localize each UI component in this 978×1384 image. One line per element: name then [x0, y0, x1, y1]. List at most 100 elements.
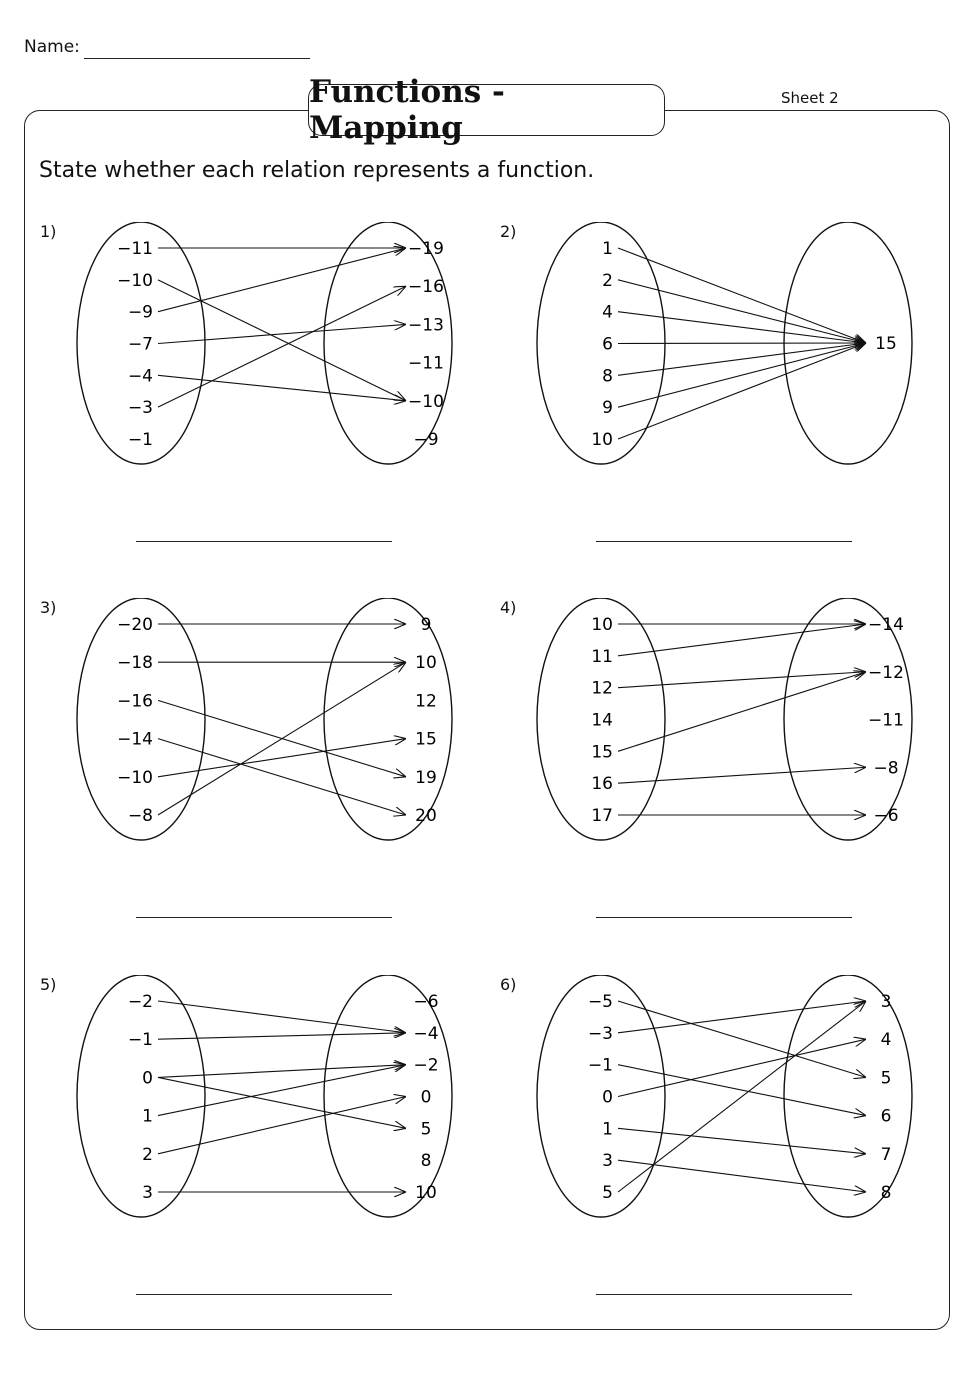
domain-value: 14: [591, 711, 613, 731]
domain-value: 4: [602, 303, 613, 323]
range-value: −11: [408, 354, 444, 374]
worksheet-title: Functions - Mapping: [308, 74, 665, 146]
domain-oval: [76, 975, 206, 1218]
range-value: 3: [881, 992, 892, 1012]
problem-number: 6): [500, 975, 517, 994]
range-value: 5: [421, 1119, 432, 1139]
domain-value: 0: [142, 1068, 153, 1088]
name-label: Name:: [24, 37, 80, 57]
mapping-arrow: [617, 1039, 866, 1098]
domain-value: 0: [602, 1088, 613, 1108]
domain-oval: [536, 598, 666, 841]
mapping-arrow: [157, 286, 406, 408]
mapping-arrow: [617, 1000, 866, 1077]
mapping-arrow: [617, 343, 866, 408]
answer-line[interactable]: [596, 1294, 852, 1295]
mapping-arrow: [157, 1097, 406, 1155]
domain-value: −11: [117, 239, 153, 259]
range-value: 8: [881, 1183, 892, 1203]
mapping-arrow: [617, 672, 866, 752]
mapping-arrow: [157, 1033, 406, 1040]
domain-value: 6: [602, 335, 613, 355]
range-value: 19: [415, 768, 437, 788]
range-value: 6: [881, 1107, 892, 1127]
range-value: −11: [868, 711, 904, 731]
problem-number: 5): [40, 975, 57, 994]
mapping-arrow: [157, 374, 406, 400]
domain-value: −3: [128, 398, 153, 418]
answer-line[interactable]: [596, 917, 852, 918]
range-value: −2: [413, 1056, 438, 1076]
range-value: 8: [421, 1151, 432, 1171]
mapping-arrow: [617, 672, 866, 689]
mapping-arrow: [617, 1127, 866, 1153]
problem-1: 1)−11−10−9−7−4−3−1−19−16−13−11−10−9: [40, 222, 500, 582]
mapping-arrow: [617, 311, 866, 343]
range-value: 7: [881, 1145, 892, 1165]
mapping-arrow: [617, 1001, 866, 1034]
mapping-arrow: [617, 1159, 866, 1192]
domain-value: −5: [588, 992, 613, 1012]
answer-line[interactable]: [136, 1294, 392, 1295]
domain-value: −9: [128, 303, 153, 323]
range-value: −8: [873, 758, 898, 778]
answer-line[interactable]: [596, 541, 852, 542]
domain-value: −10: [117, 768, 153, 788]
domain-value: 9: [602, 398, 613, 418]
range-value: −14: [868, 615, 904, 635]
mapping-arrow: [157, 1076, 406, 1128]
mapping-arrow: [157, 1000, 406, 1033]
range-value: 15: [875, 334, 897, 354]
range-oval: [783, 598, 913, 841]
domain-value: −10: [117, 271, 153, 291]
range-value: 12: [415, 691, 437, 711]
mapping-diagram: −11−10−9−7−4−3−1−19−16−13−11−10−9: [76, 222, 453, 465]
problem-number: 2): [500, 222, 517, 241]
range-value: 15: [415, 730, 437, 750]
range-value: −19: [408, 239, 444, 259]
answer-line[interactable]: [136, 917, 392, 918]
name-answer-line[interactable]: [84, 58, 310, 59]
problem-number: 4): [500, 598, 517, 617]
domain-value: 15: [591, 742, 613, 762]
range-oval: [783, 975, 913, 1218]
range-value: −6: [413, 992, 438, 1012]
mapping-arrow: [157, 1065, 406, 1078]
mapping-arrow: [617, 767, 866, 784]
domain-value: 16: [591, 774, 613, 794]
domain-value: −4: [128, 366, 153, 386]
mapping-arrow: [617, 279, 866, 343]
domain-value: −1: [128, 430, 153, 450]
domain-value: 2: [602, 271, 613, 291]
range-value: 10: [415, 653, 437, 673]
domain-value: 17: [591, 806, 613, 826]
domain-value: 2: [142, 1145, 153, 1165]
domain-value: 10: [591, 430, 613, 450]
mapping-arrow: [157, 279, 406, 401]
answer-line[interactable]: [136, 541, 392, 542]
mapping-arrow: [157, 739, 406, 778]
mapping-arrow: [157, 738, 406, 815]
mapping-arrow: [617, 343, 866, 440]
mapping-arrow: [157, 248, 406, 313]
domain-value: 12: [591, 679, 613, 699]
domain-value: 8: [602, 366, 613, 386]
instructions: State whether each relation represents a…: [39, 158, 595, 183]
range-value: −9: [413, 430, 438, 450]
range-value: −4: [413, 1024, 438, 1044]
domain-oval: [76, 598, 206, 841]
domain-value: 11: [591, 647, 613, 667]
range-value: −13: [408, 315, 444, 335]
mapping-arrow: [157, 1065, 406, 1117]
range-oval: [323, 598, 453, 841]
range-value: −6: [873, 806, 898, 826]
range-value: 10: [415, 1183, 437, 1203]
domain-value: −1: [588, 1056, 613, 1076]
domain-oval: [536, 975, 666, 1218]
